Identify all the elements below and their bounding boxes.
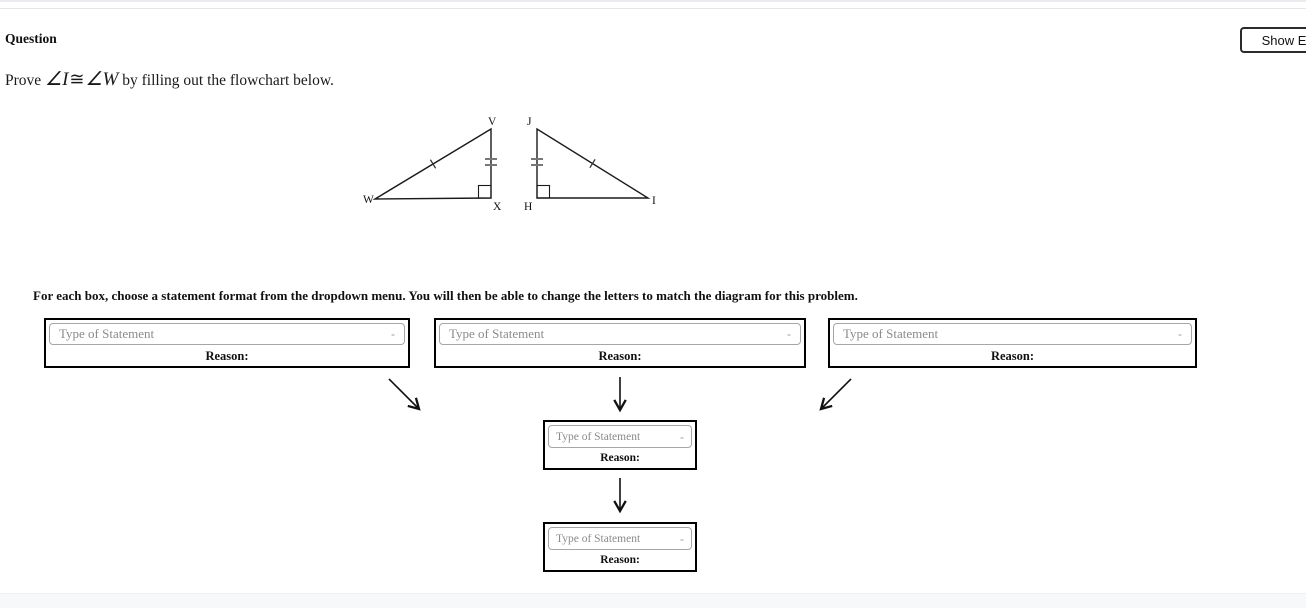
reason-label: Reason: <box>598 349 642 363</box>
arrow-down-right-icon <box>388 378 421 411</box>
angle-i: ∠I <box>45 69 69 90</box>
congruent-symbol: ≅ <box>69 69 85 89</box>
statement-dropdown-1[interactable]: Type of Statement - <box>49 323 405 345</box>
top-divider <box>0 8 1306 9</box>
dropdown-placeholder: Type of Statement <box>59 326 155 341</box>
chevron-down-icon: - <box>680 531 684 546</box>
prove-suffix: by filling out the flowchart below. <box>118 72 334 89</box>
reason-label: Reason: <box>600 452 640 464</box>
statement-dropdown-2[interactable]: Type of Statement - <box>439 323 801 345</box>
page-title: Question <box>5 31 57 46</box>
statement-dropdown-3[interactable]: Type of Statement - <box>833 323 1192 345</box>
reason-label: Reason: <box>990 349 1035 363</box>
dropdown-placeholder: Type of Statement <box>843 326 939 341</box>
reason-label: Reason: <box>205 349 249 363</box>
statement-dropdown-5[interactable]: Type of Statement - <box>548 527 692 550</box>
dropdown-placeholder: Type of Statement <box>449 326 545 341</box>
flowchart-box-2: Type of Statement - Reason: <box>434 318 806 368</box>
tick-marks <box>429 158 596 169</box>
prove-prefix: Prove <box>5 72 46 89</box>
vertex-label-j: J <box>527 116 532 128</box>
reason-label: Reason: <box>600 554 640 566</box>
chevron-down-icon: - <box>1178 327 1182 341</box>
chevron-down-icon: - <box>680 429 684 444</box>
prove-statement: Prove ∠I≅∠W by filling out the flowchart… <box>5 68 334 91</box>
right-angle-marker-x <box>477 184 492 199</box>
vertex-label-w: W <box>363 194 374 206</box>
dropdown-placeholder: Type of Statement <box>556 532 641 545</box>
double-tick-jh <box>531 158 543 166</box>
single-tick-wv <box>429 159 437 169</box>
dropdown-placeholder: Type of Statement <box>556 430 641 443</box>
right-angle-marker-h <box>536 184 551 199</box>
flowchart-box-1: Type of Statement - Reason: <box>44 318 410 368</box>
instruction-text: For each box, choose a statement format … <box>33 288 858 303</box>
triangles-diagram: V W X J H I <box>363 116 656 213</box>
show-example-button[interactable]: Show Example <box>1240 27 1306 53</box>
vertex-label-h: H <box>524 201 532 213</box>
flowchart-box-5: Type of Statement - Reason: <box>543 522 697 572</box>
statement-dropdown-4[interactable]: Type of Statement - <box>548 425 692 448</box>
chevron-down-icon: - <box>787 327 791 341</box>
vertex-label-x: X <box>493 201 502 213</box>
vertex-label-i: I <box>652 195 656 207</box>
flowchart-box-3: Type of Statement - Reason: <box>828 318 1197 368</box>
arrow-down-left-icon <box>819 378 852 411</box>
top-strip <box>0 0 1306 2</box>
flowchart-box-4: Type of Statement - Reason: <box>543 420 697 470</box>
chevron-down-icon: - <box>391 327 395 341</box>
footer-band <box>0 593 1306 608</box>
double-tick-vx <box>485 158 497 166</box>
angle-w: ∠W <box>85 69 119 90</box>
vertex-label-v: V <box>488 116 497 128</box>
single-tick-ji <box>589 158 596 169</box>
